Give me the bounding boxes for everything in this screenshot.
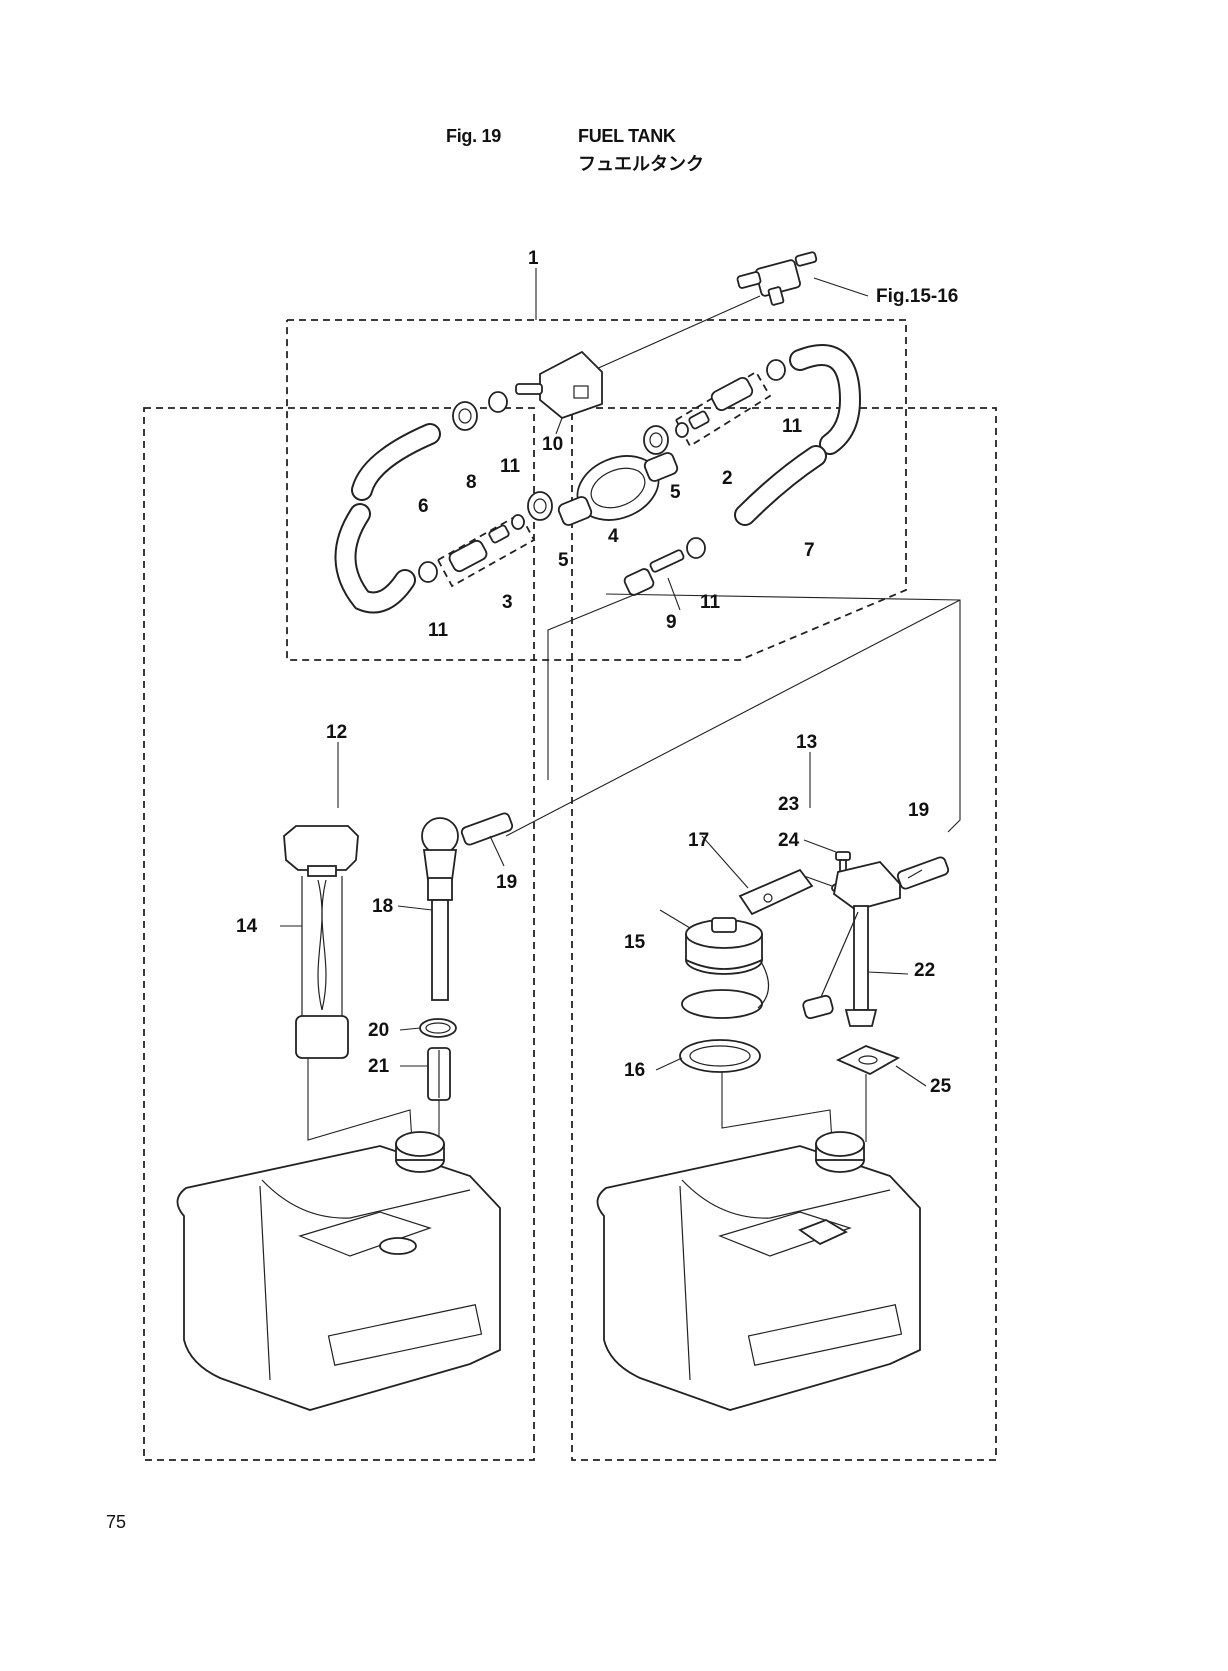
filter-21 xyxy=(427,1047,451,1142)
figure-title: FUEL TANK xyxy=(578,126,676,146)
clip-11-lower xyxy=(686,537,706,559)
callout-11-lower: 11 xyxy=(700,592,721,613)
bushing-5-upper xyxy=(643,425,669,455)
callout-22: 22 xyxy=(914,960,935,981)
fitting-19-right xyxy=(896,856,950,890)
group-box-fuel-line-assembly xyxy=(286,319,907,661)
fuel-cap-15 xyxy=(681,917,770,1019)
callout-19-left: 19 xyxy=(496,872,517,893)
gasket-25 xyxy=(835,1045,901,1142)
clip-11-right xyxy=(766,359,786,381)
callout-3: 3 xyxy=(502,592,513,613)
callout-8: 8 xyxy=(466,472,477,493)
fuel-pickup-22 xyxy=(802,861,901,1027)
callout-25: 25 xyxy=(930,1076,952,1097)
fuel-hose-6 xyxy=(334,423,441,614)
callout-18: 18 xyxy=(372,896,393,917)
callout-23: 23 xyxy=(778,794,799,815)
callout-9: 9 xyxy=(666,612,677,633)
callout-1: 1 xyxy=(528,248,539,269)
connection-line-to-fitting-19 xyxy=(505,599,961,837)
bushing-8 xyxy=(452,401,478,431)
clip-11-left xyxy=(488,391,508,413)
callout-17: 17 xyxy=(688,830,709,851)
callout-7: 7 xyxy=(804,540,815,561)
gasket-16 xyxy=(679,1039,833,1143)
connector-3 xyxy=(437,512,536,588)
reference-label: Fig.15-16 xyxy=(876,286,958,307)
callout-10: 10 xyxy=(542,434,563,455)
page-number: 75 xyxy=(106,1512,127,1532)
figure-title-japanese: フュエルタンク xyxy=(578,154,704,175)
group-box-tank-assembly-12 xyxy=(143,407,535,1461)
label-17 xyxy=(738,868,814,916)
connector-10 xyxy=(515,350,603,435)
bushing-5-lower xyxy=(527,491,553,521)
callout-12: 12 xyxy=(326,722,347,743)
elbow-fitting-18 xyxy=(421,817,459,1001)
callout-19-right: 19 xyxy=(908,800,929,821)
callout-16: 16 xyxy=(624,1060,645,1081)
connector-2 xyxy=(675,370,772,448)
callout-11-lower-left: 11 xyxy=(428,620,449,641)
fitting-19-left xyxy=(460,812,514,846)
callout-20: 20 xyxy=(368,1020,389,1041)
fuel-gauge-14 xyxy=(283,825,413,1143)
callout-11-right: 11 xyxy=(782,416,803,437)
fuel-connector-reference-part xyxy=(593,251,869,371)
group-box-tank-assembly-13 xyxy=(571,407,997,1461)
callout-6: 6 xyxy=(418,496,429,517)
callout-24: 24 xyxy=(778,830,800,851)
hose-fitting-9 xyxy=(547,549,685,780)
connection-line-to-tank-13 xyxy=(605,593,961,833)
fuel-tank-right xyxy=(596,1131,921,1411)
callout-2: 2 xyxy=(722,468,733,489)
clip-11-lower-left xyxy=(418,561,438,583)
figure-number: Fig. 19 xyxy=(446,126,501,146)
callout-15: 15 xyxy=(624,932,646,953)
fuel-hose-7 xyxy=(734,344,862,526)
callout-5-lower: 5 xyxy=(558,550,569,571)
fuel-tank-left xyxy=(176,1131,501,1411)
primer-bulb-4 xyxy=(557,452,679,526)
callout-13: 13 xyxy=(796,732,817,753)
callout-14: 14 xyxy=(236,916,258,937)
callout-5-upper: 5 xyxy=(670,482,681,503)
callout-21: 21 xyxy=(368,1056,390,1077)
callout-11-left: 11 xyxy=(500,456,521,477)
callout-4: 4 xyxy=(608,526,619,547)
o-ring-20 xyxy=(419,1018,457,1038)
